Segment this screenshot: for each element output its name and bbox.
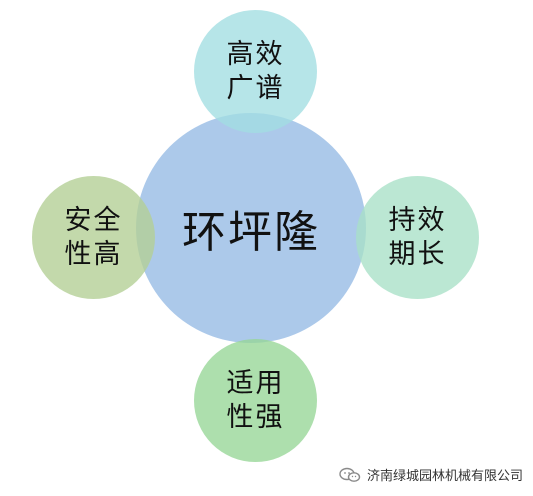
center-label: 环坪隆 (182, 207, 320, 258)
satellite-right-line2: 期长 (388, 238, 447, 270)
satellite-label-top: 高效 广谱 (194, 10, 317, 133)
satellite-bottom-line2: 性强 (226, 401, 285, 433)
satellite-circle-bottom (194, 339, 317, 462)
satellite-label-bottom: 适用 性强 (194, 339, 317, 462)
center-circle (136, 113, 366, 343)
satellite-label-right: 持效 期长 (356, 176, 479, 299)
satellite-right-line1: 持效 (388, 204, 447, 236)
satellite-circle-top (194, 10, 317, 133)
watermark-text: 济南绿城园林机械有限公司 (366, 469, 523, 484)
watermark: 济南绿城园林机械有限公司 (339, 465, 523, 484)
satellite-left-line2: 性高 (64, 238, 123, 270)
satellite-label-left: 安全 性高 (32, 176, 155, 299)
satellite-bottom-line1: 适用 (226, 367, 285, 399)
satellite-circle-right (356, 176, 479, 299)
satellite-top-line1: 高效 (226, 38, 285, 70)
satellite-circle-left (32, 176, 155, 299)
satellite-top-line2: 广谱 (226, 72, 285, 104)
satellite-left-line1: 安全 (64, 204, 123, 236)
wechat-icon (339, 467, 361, 483)
